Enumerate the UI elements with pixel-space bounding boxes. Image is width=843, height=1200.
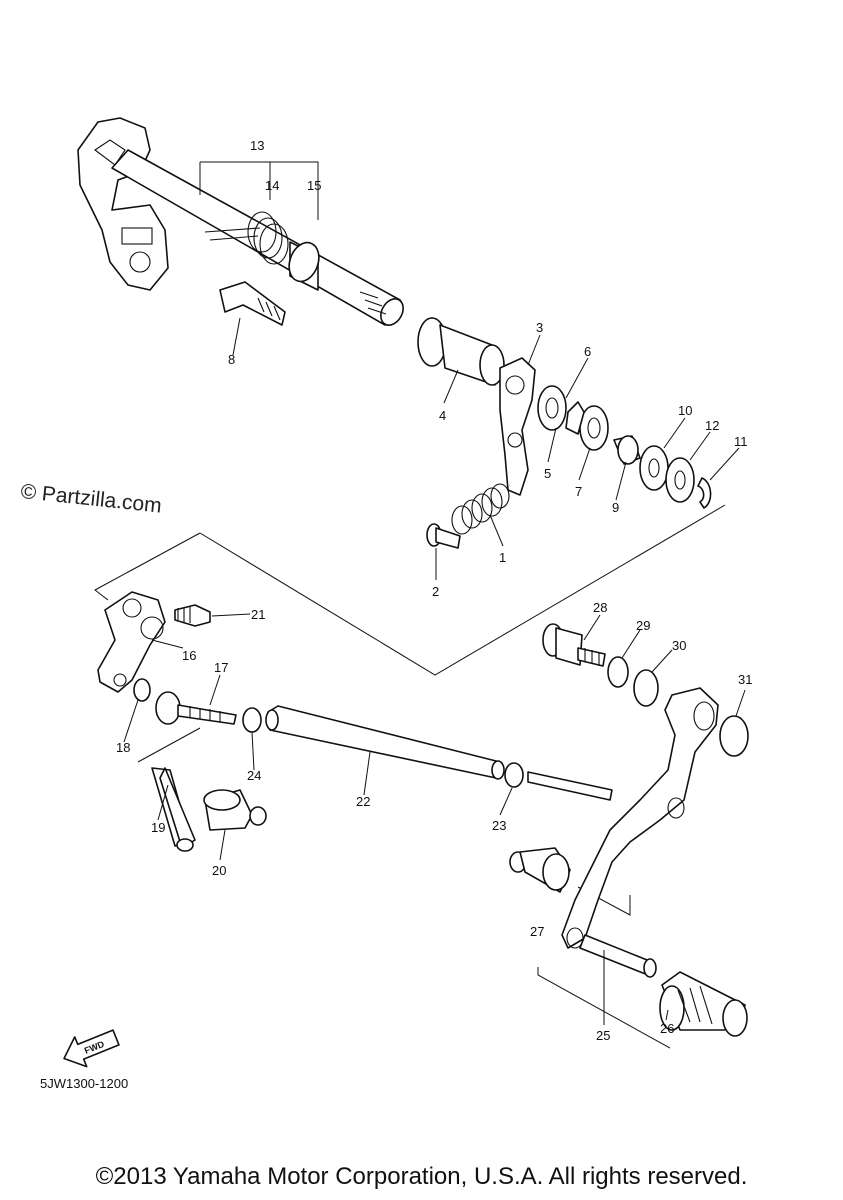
callout-9: 9	[612, 500, 619, 515]
pivot-bolt-28	[542, 623, 606, 667]
stud-bolt	[219, 281, 286, 326]
bolt-19	[151, 767, 196, 852]
fwd-arrow-icon: FWD	[63, 1029, 120, 1068]
callout-4: 4	[439, 408, 446, 423]
nut-23	[504, 762, 524, 788]
callout-27: 27	[530, 924, 544, 939]
bolt-21	[174, 604, 211, 627]
washer-18	[133, 678, 151, 702]
callout-24: 24	[247, 768, 261, 783]
callout-leaders	[123, 317, 746, 1025]
callout-11: 11	[734, 434, 748, 449]
shift-pedal	[561, 687, 719, 949]
callout-26: 26	[660, 1021, 674, 1036]
callout-15: 15	[307, 178, 321, 193]
callout-1: 1	[499, 550, 506, 565]
callout-2: 2	[432, 584, 439, 599]
shift-rod	[265, 705, 505, 780]
callout-12: 12	[705, 418, 719, 433]
o-ring-29	[607, 656, 629, 688]
washer-30	[633, 669, 659, 707]
shift-arm	[97, 591, 166, 693]
callout-31: 31	[738, 672, 752, 687]
washers-group	[537, 385, 712, 509]
callout-22: 22	[356, 794, 370, 809]
callout-numbers: 1 2 3 4 5 6 7 8 9 10 11 12 13 14 15 16 1…	[116, 138, 752, 1043]
callout-10: 10	[678, 403, 692, 418]
callout-29: 29	[636, 618, 650, 633]
callout-6: 6	[584, 344, 591, 359]
callout-21: 21	[251, 607, 265, 622]
callout-16: 16	[182, 648, 196, 663]
copyright-notice: ©2013 Yamaha Motor Corporation, U.S.A. A…	[95, 1163, 748, 1190]
return-spring	[451, 483, 510, 535]
collar-27	[509, 847, 571, 893]
callout-7: 7	[575, 484, 582, 499]
callout-20: 20	[212, 863, 226, 878]
shift-lever	[499, 357, 536, 496]
callout-5: 5	[544, 466, 551, 481]
pedal-shaft	[579, 934, 657, 978]
callout-30: 30	[672, 638, 686, 653]
ball-joint-20	[203, 789, 267, 831]
callout-13: 13	[250, 138, 264, 153]
shift-shaft-assembly	[77, 117, 404, 326]
callout-8: 8	[228, 352, 235, 367]
rod-end-17	[155, 691, 237, 725]
callout-23: 23	[492, 818, 506, 833]
assembly-lines	[94, 161, 726, 1049]
callout-19: 19	[151, 820, 165, 835]
torsion-spring	[204, 211, 289, 265]
callout-14: 14	[265, 178, 279, 193]
callout-18: 18	[116, 740, 130, 755]
nut-24	[242, 707, 262, 733]
pedal-rubber	[659, 971, 748, 1037]
diagram-code: 5JW1300-1200	[40, 1076, 129, 1091]
collar-sleeve	[417, 317, 505, 386]
callout-28: 28	[593, 600, 607, 615]
washer-31	[719, 715, 749, 757]
callout-17: 17	[214, 660, 228, 675]
callout-3: 3	[536, 320, 543, 335]
pin	[426, 523, 461, 549]
callout-25: 25	[596, 1028, 610, 1043]
